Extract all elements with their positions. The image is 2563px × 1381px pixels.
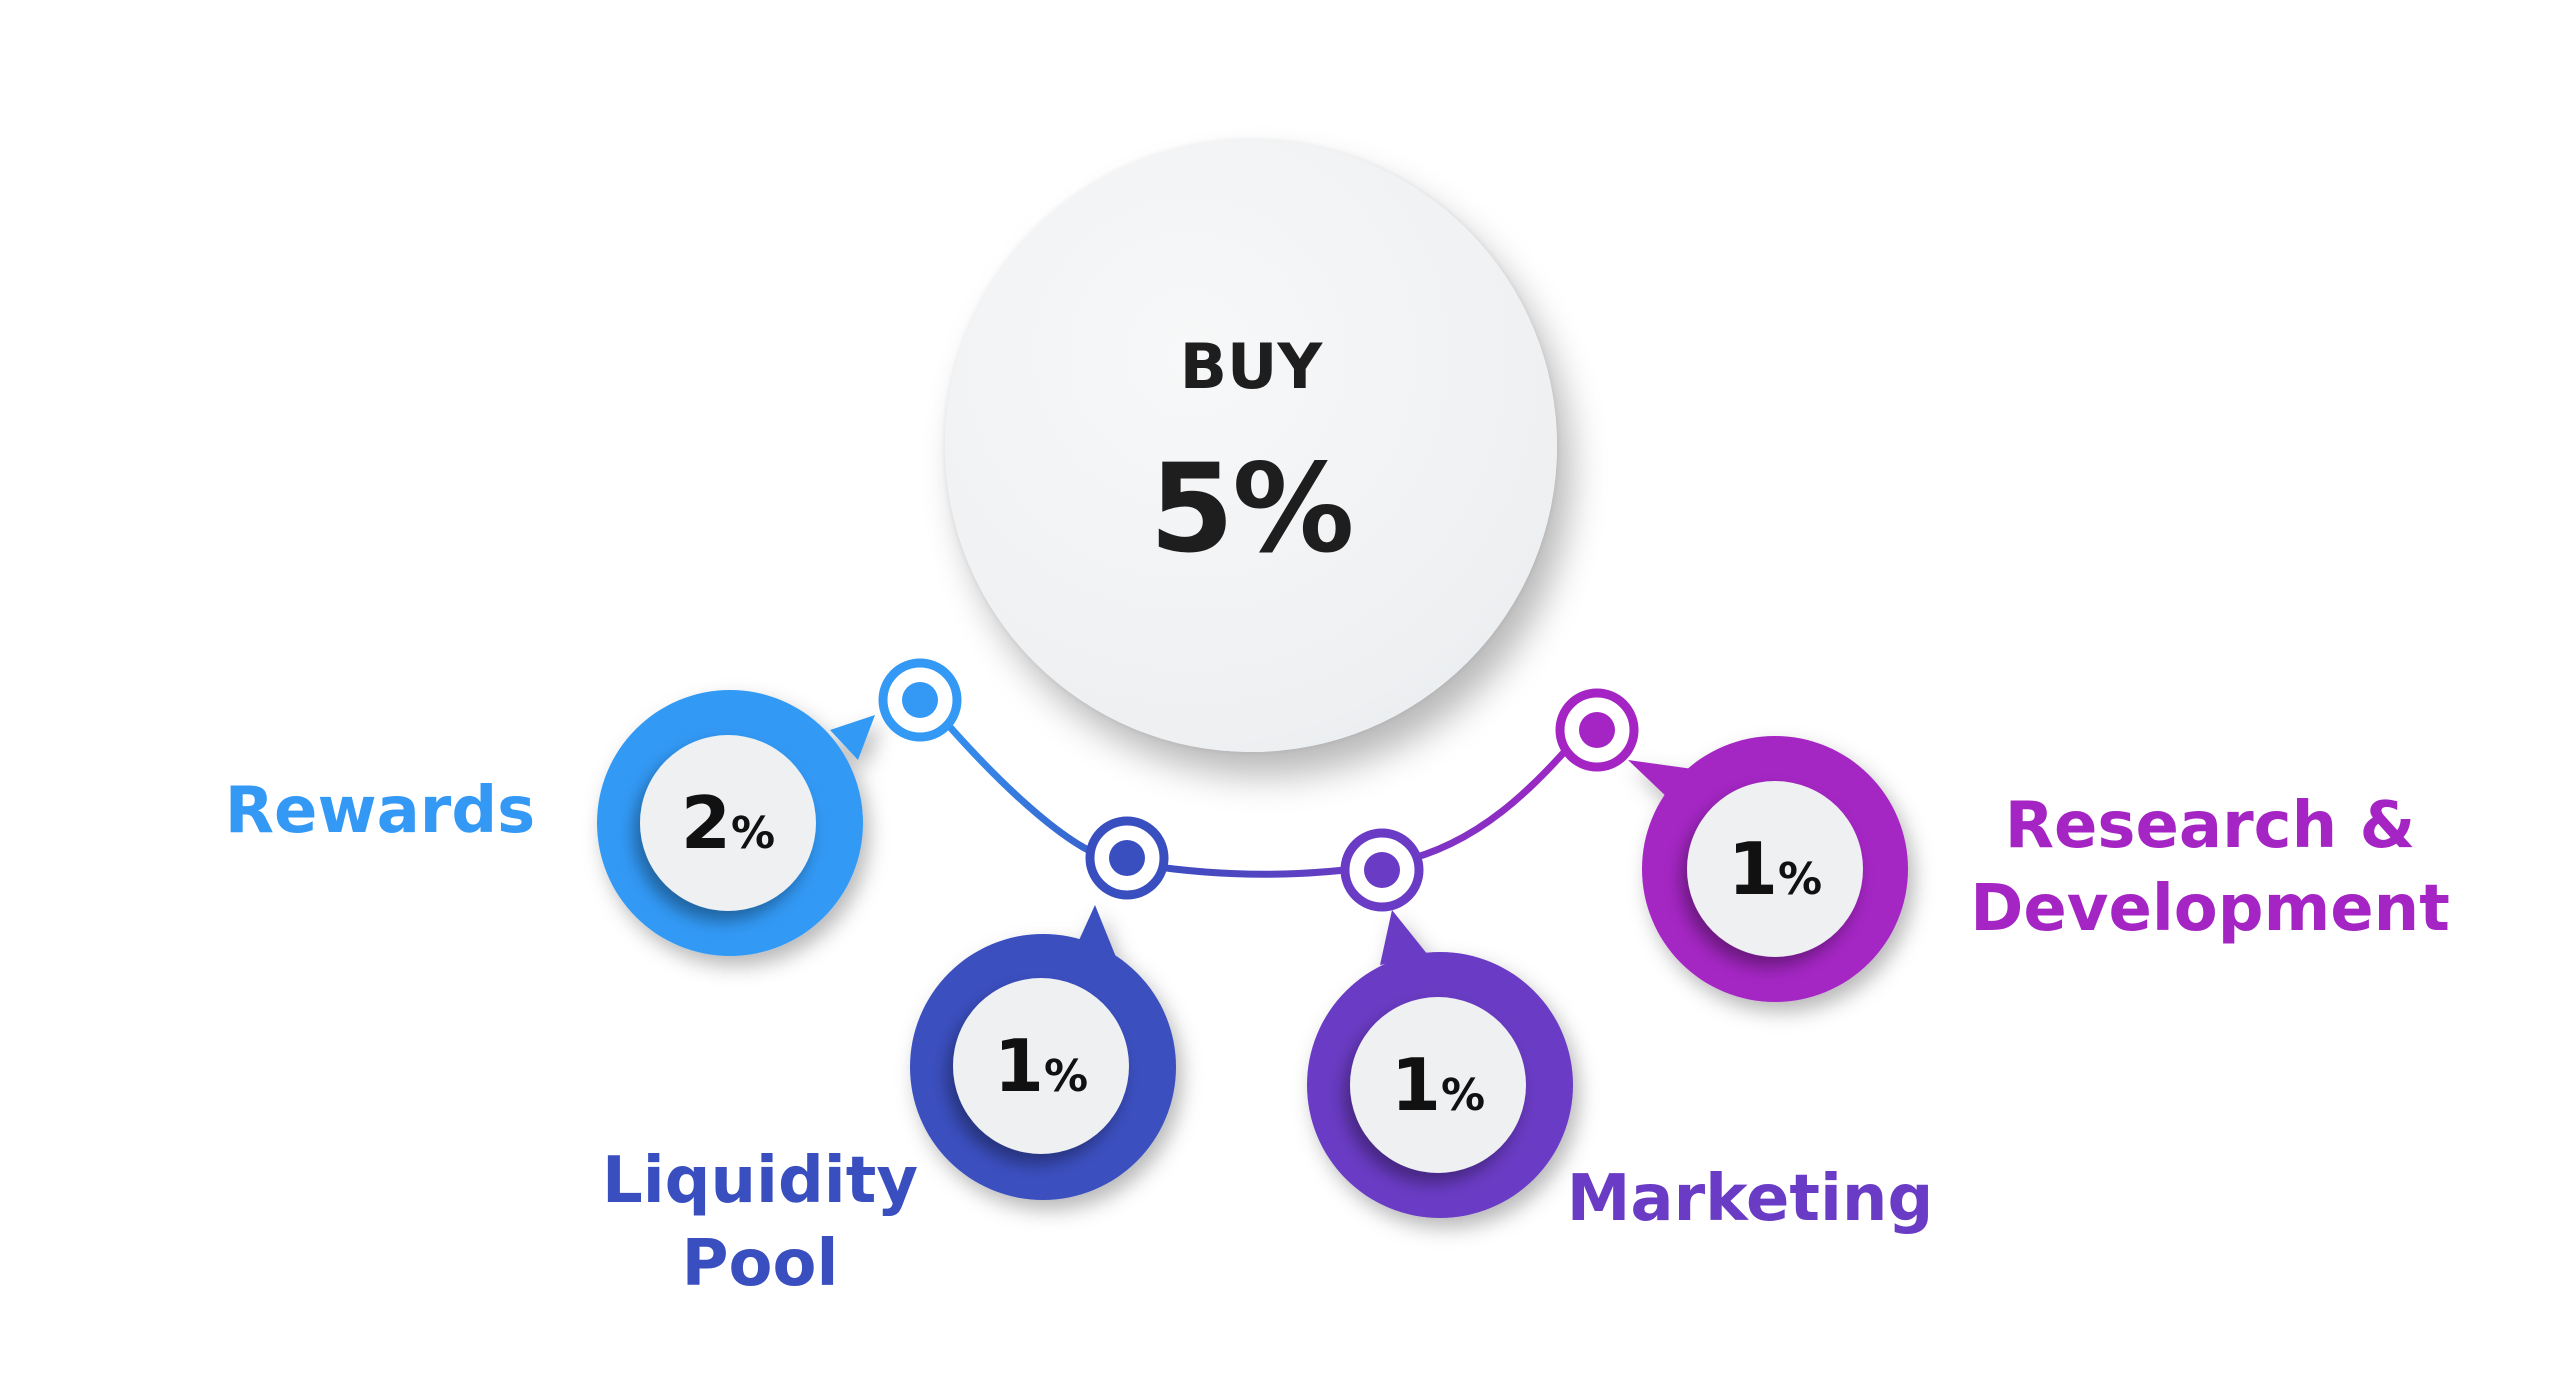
marketing-value: 1% bbox=[1358, 1049, 1518, 1121]
research-development-label: Research & Development bbox=[1900, 785, 2520, 951]
rewards-label: Rewards bbox=[180, 770, 580, 853]
research-development-value: 1% bbox=[1695, 833, 1855, 905]
marketing-value-unit: % bbox=[1441, 1070, 1486, 1121]
research-development-label-line-2: Development bbox=[1970, 872, 2450, 947]
marketing-label: Marketing bbox=[1510, 1158, 1990, 1241]
buy-title: BUY bbox=[1179, 330, 1323, 403]
marketing-inner-circle bbox=[1350, 997, 1526, 1173]
liquidity-pool-value: 1% bbox=[961, 1030, 1121, 1102]
rewards-label-line-1: Rewards bbox=[224, 774, 536, 848]
research-development-node bbox=[1555, 688, 1639, 772]
connector-curve bbox=[915, 687, 1593, 878]
marketing-value-number: 1 bbox=[1390, 1043, 1441, 1127]
liquidity-pool-value-number: 1 bbox=[993, 1024, 1044, 1108]
buy-circle bbox=[945, 140, 1557, 752]
rewards-node bbox=[878, 658, 962, 742]
liquidity-pool-label-line-1: Liquidity bbox=[601, 1144, 919, 1218]
liquidity-pool-label-line-2: Pool bbox=[681, 1227, 839, 1302]
buy-total-value: 5% bbox=[1149, 438, 1354, 580]
liquidity-pool-inner-circle bbox=[953, 978, 1129, 1154]
liquidity-pool-label: Liquidity Pool bbox=[540, 1140, 980, 1306]
research-development-label-line-1: Research & bbox=[2004, 789, 2416, 863]
marketing-label-line-1: Marketing bbox=[1566, 1162, 1934, 1236]
rewards-value-unit: % bbox=[731, 808, 776, 859]
liquidity-pool-node bbox=[1085, 816, 1169, 900]
rewards-value: 2% bbox=[648, 787, 808, 859]
research-development-inner-circle bbox=[1687, 781, 1863, 957]
marketing-node bbox=[1340, 828, 1424, 912]
research-development-value-number: 1 bbox=[1727, 827, 1778, 911]
rewards-inner-circle bbox=[640, 735, 816, 911]
liquidity-pool-value-unit: % bbox=[1044, 1051, 1089, 1102]
research-development-value-unit: % bbox=[1778, 854, 1823, 905]
rewards-value-number: 2 bbox=[680, 781, 731, 865]
